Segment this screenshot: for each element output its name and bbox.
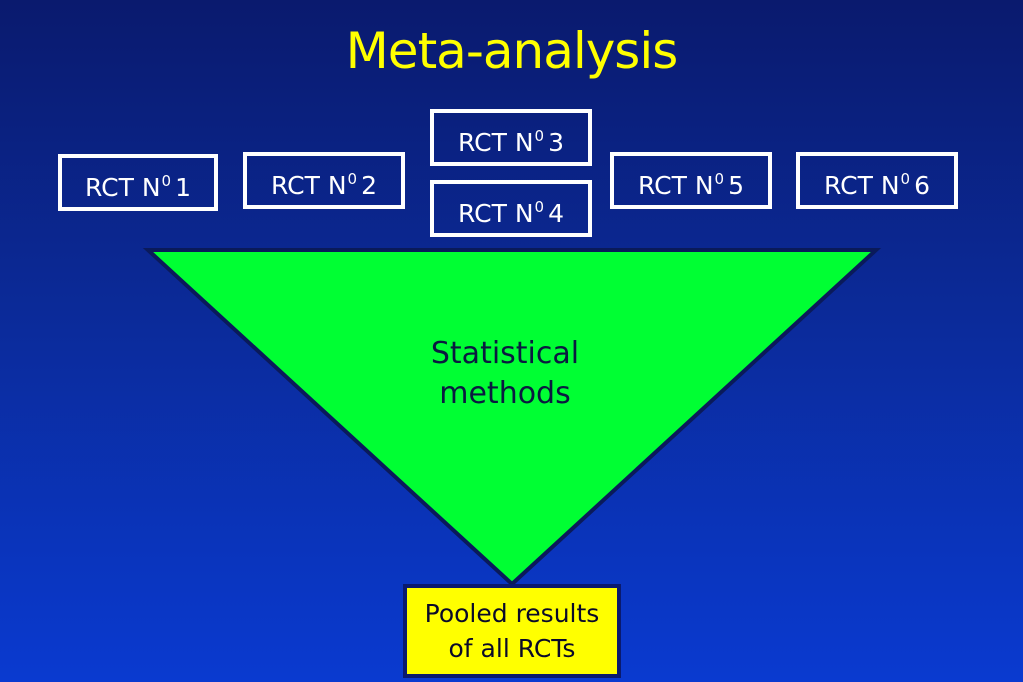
rct-number: 5	[728, 171, 744, 200]
rct-superscript: 0	[714, 170, 725, 188]
funnel-label: Statistical methods	[380, 334, 630, 414]
pooled-results-line-1: Pooled results	[424, 599, 600, 628]
rct-superscript: 0	[161, 172, 172, 190]
rct-number: 3	[548, 128, 564, 157]
rct-label: RCT N	[458, 199, 534, 228]
rct-label: RCT N	[638, 171, 714, 200]
rct-number: 2	[361, 171, 377, 200]
rct-number: 6	[914, 171, 930, 200]
rct-superscript: 0	[534, 198, 545, 216]
rct-superscript: 0	[534, 127, 545, 145]
funnel-label-line-2: methods	[439, 376, 571, 411]
page-title: Meta-analysis	[345, 22, 679, 80]
pooled-results-box: Pooled results of all RCTs	[403, 584, 621, 678]
rct-number: 4	[548, 199, 564, 228]
pooled-results-line-2: of all RCTs	[448, 634, 576, 663]
rct-label: RCT N	[271, 171, 347, 200]
rct-number: 1	[175, 173, 191, 202]
rct-superscript: 0	[347, 170, 358, 188]
funnel-label-line-1: Statistical	[430, 336, 580, 371]
rct-label: RCT N	[824, 171, 900, 200]
rct-label: RCT N	[85, 173, 161, 202]
funnel-shape	[142, 248, 882, 587]
rct-label: RCT N	[458, 128, 534, 157]
rct-superscript: 0	[900, 170, 911, 188]
